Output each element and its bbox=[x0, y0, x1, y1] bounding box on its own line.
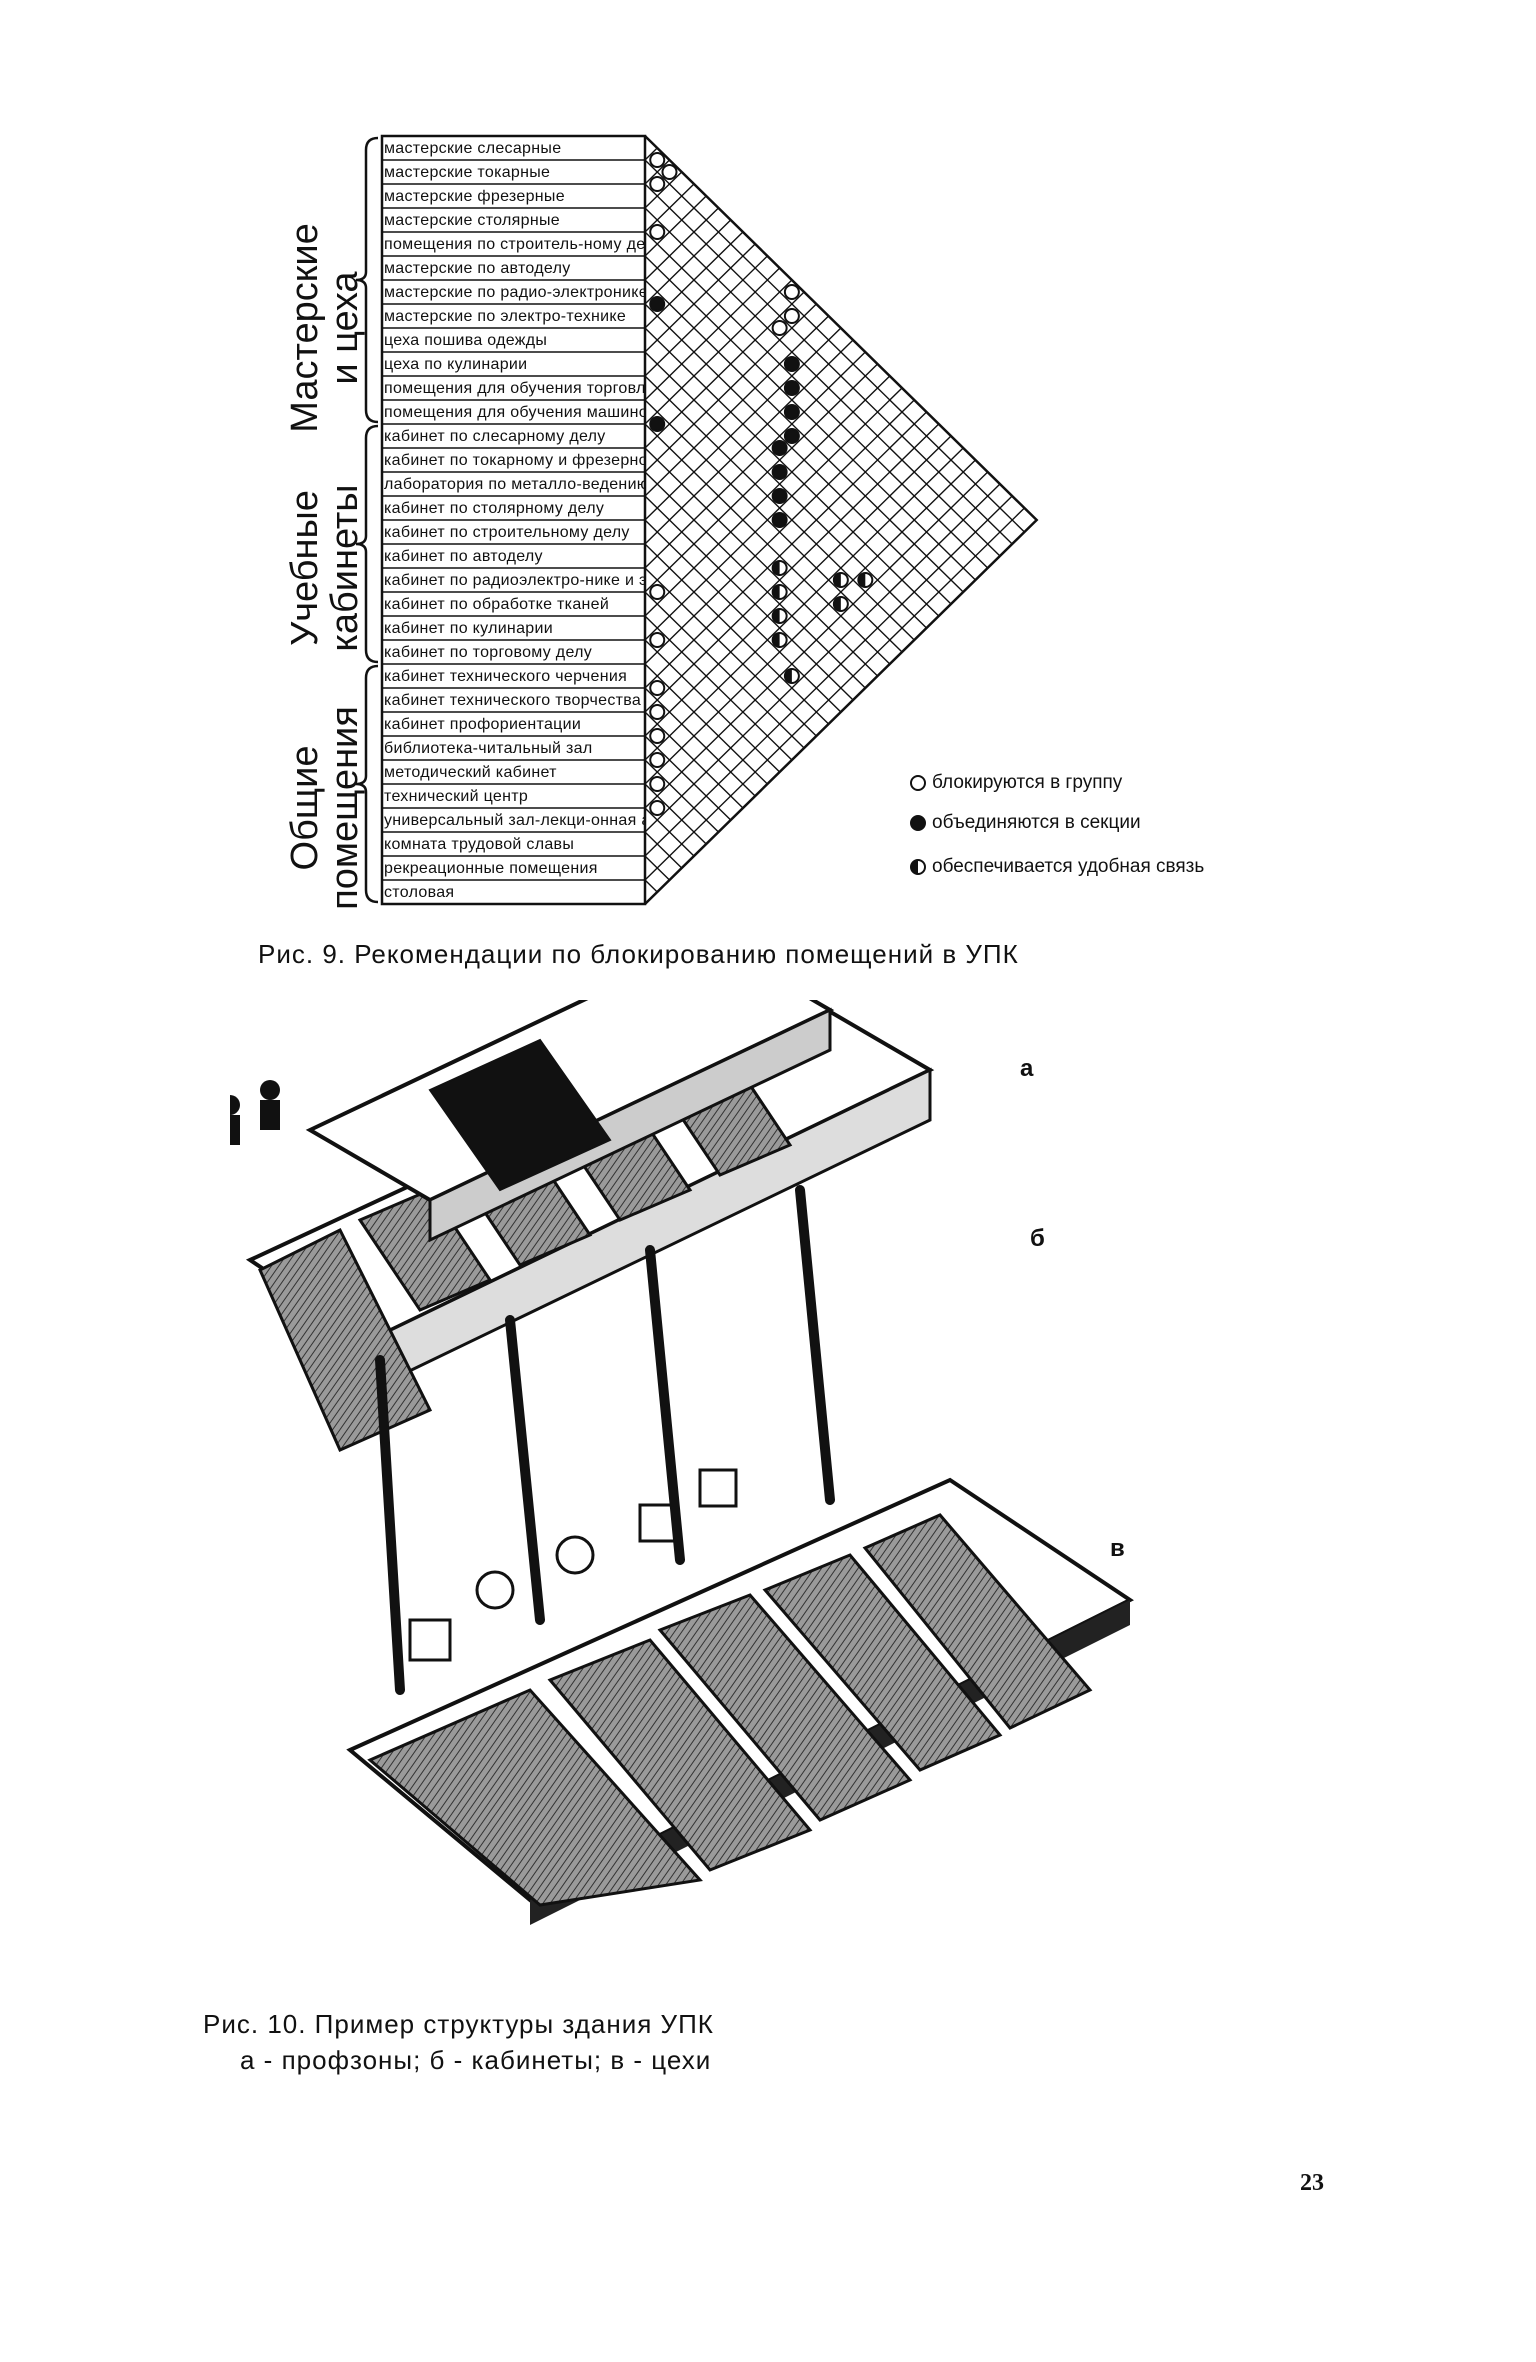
filled-circle-mark bbox=[771, 512, 788, 528]
hand-icon bbox=[408, 1618, 452, 1662]
matrix-row-label: мастерские слесарные bbox=[384, 141, 562, 157]
zone-label-v: в bbox=[1110, 1535, 1125, 1562]
matrix-row-label: цеха по кулинарии bbox=[384, 357, 528, 373]
filled-circle-mark bbox=[783, 356, 800, 372]
legend-item-link: обеспечивается удобная связь bbox=[910, 856, 1210, 878]
matrix-row-label: комната трудовой славы bbox=[384, 837, 575, 853]
figure-10-caption-line1: Рис. 10. Пример структуры здания УПК bbox=[203, 2009, 714, 2039]
matrix-row-label: кабинет по токарному и фрезерному делу bbox=[384, 453, 644, 469]
matrix-row-label: методический кабинет bbox=[384, 765, 557, 781]
open-circle-mark bbox=[661, 164, 678, 180]
open-circle-icon bbox=[910, 775, 926, 791]
filled-circle-mark bbox=[649, 296, 666, 312]
matrix-row-label: кабинет по обработке тканей bbox=[384, 597, 610, 613]
open-circle-mark bbox=[783, 308, 800, 324]
matrix-row-label: кабинет технического черчения bbox=[384, 669, 628, 685]
matrix-row-label: помещения по строитель-ному делу bbox=[384, 237, 644, 253]
open-circle-mark bbox=[649, 776, 666, 792]
gear-icon bbox=[555, 1535, 595, 1575]
group-label-workshops: Мастерские и цеха bbox=[284, 223, 366, 433]
matrix-row-label: помещения для обучения машинописи bbox=[384, 405, 644, 421]
figure-10-caption-line2: а - профзоны; б - кабинеты; в - цехи bbox=[240, 2045, 712, 2075]
monitor-icon bbox=[698, 1468, 738, 1508]
filled-circle-mark bbox=[783, 428, 800, 444]
level-workshops bbox=[346, 1468, 1134, 1925]
matrix-row-label: мастерские по электро-технике bbox=[384, 309, 627, 325]
open-circle-mark bbox=[771, 320, 788, 336]
chain-icon bbox=[638, 1503, 678, 1543]
group-label-classrooms: Учебные кабинеты bbox=[284, 484, 366, 652]
open-circle-mark bbox=[649, 728, 666, 744]
matrix-row-label: мастерские фрезерные bbox=[384, 189, 565, 205]
open-circle-mark bbox=[649, 680, 666, 696]
zone-label-b: б bbox=[1030, 1225, 1045, 1252]
legend-item-section: объединяются в секции bbox=[910, 812, 1141, 834]
group-braces bbox=[355, 136, 379, 904]
matrix-row-label: рекреационные помещения bbox=[384, 861, 598, 877]
matrix-row-label: кабинет по столярному делу bbox=[384, 501, 605, 517]
matrix-row-label: мастерские по автоделу bbox=[384, 261, 571, 277]
room-blocking-matrix bbox=[355, 134, 1039, 906]
matrix-row-label: кабинет профориентации bbox=[384, 717, 582, 733]
level-prof-zones bbox=[305, 1000, 835, 1243]
people-icon bbox=[230, 1080, 280, 1145]
filled-circle-mark bbox=[783, 404, 800, 420]
open-circle-mark bbox=[649, 800, 666, 816]
open-circle-mark bbox=[649, 584, 666, 600]
building-structure-illustration bbox=[230, 1000, 1134, 1925]
filled-circle-mark bbox=[649, 416, 666, 432]
open-circle-mark bbox=[649, 704, 666, 720]
page-number: 23 bbox=[1300, 2170, 1324, 2196]
half-circle-icon bbox=[910, 859, 926, 875]
filled-circle-mark bbox=[783, 380, 800, 396]
filled-circle-icon bbox=[910, 815, 926, 831]
matrix-row-label: мастерские столярные bbox=[384, 213, 560, 229]
matrix-row-label: кабинет по автоделу bbox=[384, 549, 543, 565]
matrix-row-label: кабинет технического творчества bbox=[384, 693, 642, 709]
matrix-grid bbox=[380, 134, 1039, 906]
open-circle-mark bbox=[649, 176, 666, 192]
matrix-marks bbox=[649, 152, 874, 816]
figure-9-caption: Рис. 9. Рекомендации по блокированию пом… bbox=[258, 939, 1019, 969]
open-circle-mark bbox=[783, 284, 800, 300]
zone-label-a: а bbox=[1020, 1055, 1034, 1082]
filled-circle-mark bbox=[771, 464, 788, 480]
matrix-row-label: столовая bbox=[384, 885, 455, 901]
group-label-common: Общие помещения bbox=[284, 706, 366, 910]
legend-item-group: блокируются в группу bbox=[910, 772, 1122, 794]
open-circle-mark bbox=[649, 152, 666, 168]
matrix-row-label: кабинет по торговому делу bbox=[384, 645, 593, 661]
circulation-arrows bbox=[375, 1185, 835, 1695]
matrix-row-label: технический центр bbox=[384, 789, 529, 805]
matrix-row-label: универсальный зал-лекци-онная аудитория bbox=[384, 813, 644, 829]
matrix-row-label: лаборатория по металло-ведению bbox=[384, 477, 644, 493]
matrix-row-label: мастерские по радио-электронике bbox=[384, 285, 644, 301]
matrix-row-label: кабинет по строительному делу bbox=[384, 525, 630, 541]
matrix-row-label: кабинет по радиоэлектро-нике и электроте… bbox=[384, 573, 644, 589]
matrix-row-label: кабинет по слесарному делу bbox=[384, 429, 606, 445]
level-classrooms bbox=[245, 1000, 935, 1452]
matrix-row-label: библиотека-читальный зал bbox=[384, 741, 593, 757]
open-circle-mark bbox=[649, 752, 666, 768]
atom-icon bbox=[475, 1570, 515, 1610]
matrix-row-label: кабинет по кулинарии bbox=[384, 621, 553, 637]
matrix-row-label: помещения для обучения торговле bbox=[384, 381, 644, 397]
open-circle-mark bbox=[649, 632, 666, 648]
open-circle-mark bbox=[649, 224, 666, 240]
filled-circle-mark bbox=[771, 440, 788, 456]
filled-circle-mark bbox=[771, 488, 788, 504]
matrix-row-label: цеха пошива одежды bbox=[384, 333, 548, 349]
matrix-row-label: мастерские токарные bbox=[384, 165, 551, 181]
